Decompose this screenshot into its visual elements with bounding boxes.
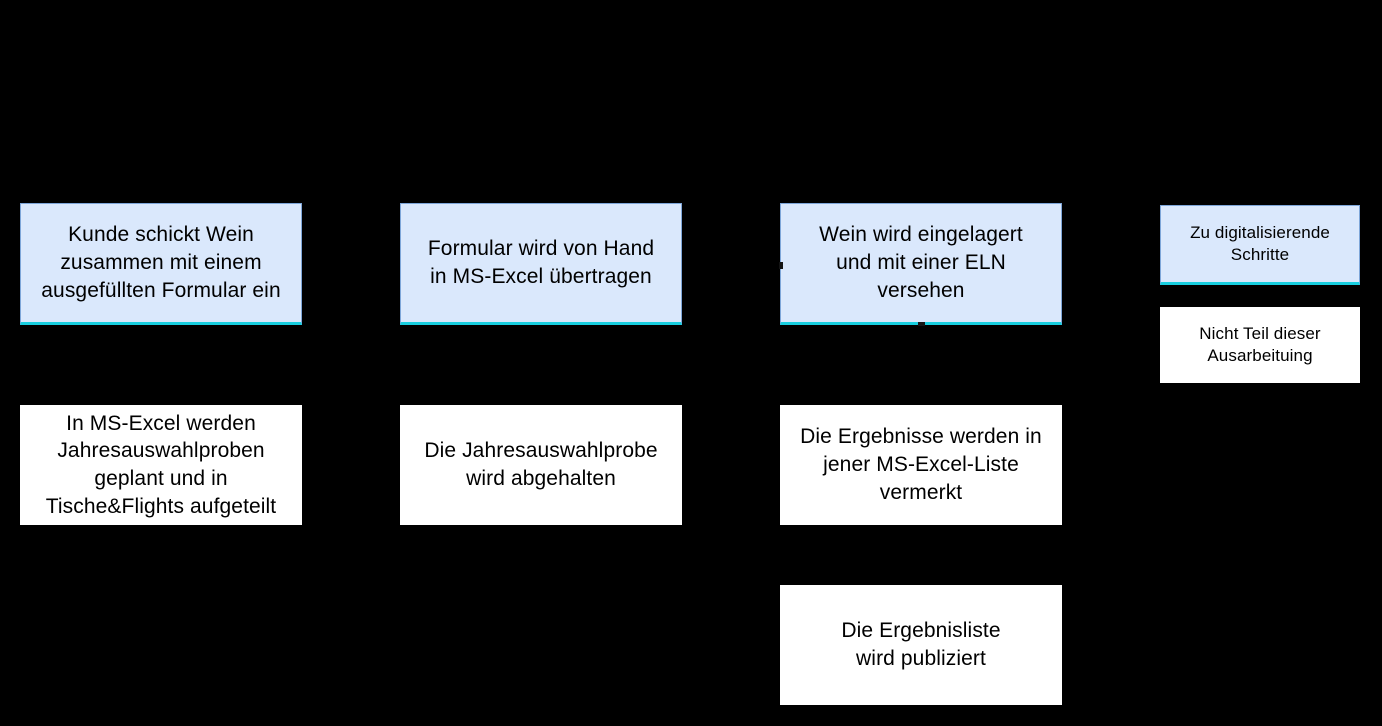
process-node-jahresauswahlprobe-abgehalten[interactable]: Die Jahresauswahlprobe wird abgehalten xyxy=(400,405,682,525)
process-node-kunde-schickt-wein[interactable]: Kunde schickt Wein zusammen mit einem au… xyxy=(20,203,302,325)
connector-arrow-artifact-bottom xyxy=(918,322,925,326)
node-label: Die Jahresauswahlprobe wird abgehalten xyxy=(424,439,658,490)
node-label: Wein wird eingelagert und mit einer ELN … xyxy=(819,223,1023,302)
process-node-wein-eingelagert[interactable]: Wein wird eingelagert und mit einer ELN … xyxy=(780,203,1062,325)
process-node-formular-uebertragen[interactable]: Formular wird von Hand in MS-Excel übert… xyxy=(400,203,682,325)
legend-label: Nicht Teil dieser Ausarbeituing xyxy=(1199,323,1321,365)
legend-label: Zu digitalisierende Schritte xyxy=(1190,222,1330,264)
connector-arrow-artifact-left xyxy=(779,262,783,269)
node-label: Kunde schickt Wein zusammen mit einem au… xyxy=(41,223,281,302)
legend-item-digitalisierende-schritte: Zu digitalisierende Schritte xyxy=(1160,205,1360,285)
process-node-ergebnisse-vermerkt[interactable]: Die Ergebnisse werden in jener MS-Excel-… xyxy=(780,405,1062,525)
node-label: Formular wird von Hand in MS-Excel übert… xyxy=(427,237,655,288)
node-label: In MS-Excel werden Jahresauswahlproben g… xyxy=(45,411,277,518)
process-node-jahresauswahlproben-geplant[interactable]: In MS-Excel werden Jahresauswahlproben g… xyxy=(20,405,302,525)
process-node-ergebnisliste-publiziert[interactable]: Die Ergebnisliste wird publiziert xyxy=(780,585,1062,705)
legend-item-nicht-teil-dieser-ausarbeitung: Nicht Teil dieser Ausarbeituing xyxy=(1160,307,1360,383)
node-label: Die Ergebnisse werden in jener MS-Excel-… xyxy=(800,425,1042,504)
node-label: Die Ergebnisliste wird publiziert xyxy=(841,619,1001,670)
